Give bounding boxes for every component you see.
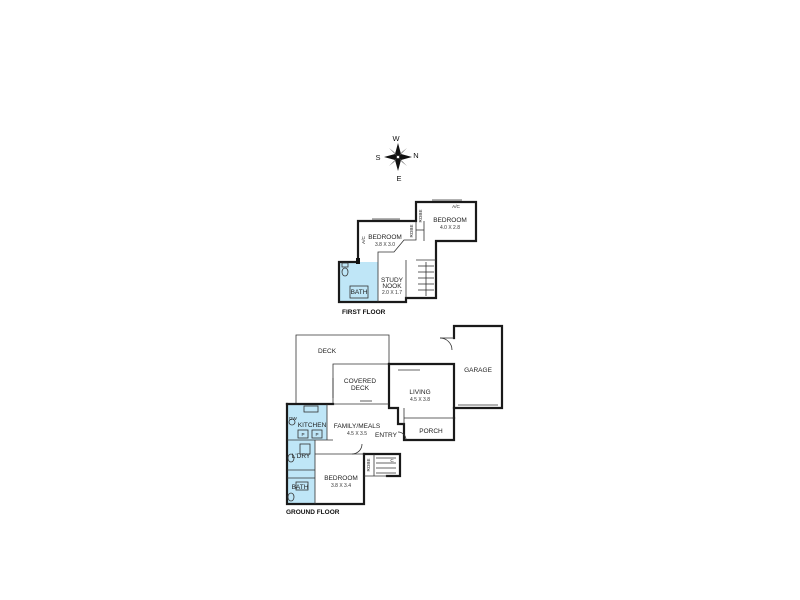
deck-outline	[295, 334, 390, 404]
compass-e-label: E	[396, 174, 401, 183]
ff-bath-label: BATH	[351, 289, 368, 296]
laundry-bath-area	[287, 440, 315, 504]
compass-s-label: S	[375, 153, 380, 162]
ground-bedroom-dims: 3.8 X 3.4	[331, 483, 351, 489]
pantry-label-2: P	[315, 432, 318, 437]
covered-deck-label-1: COVERED	[344, 378, 376, 385]
living-label: LIVING	[409, 389, 430, 396]
deck-label: DECK	[318, 348, 337, 355]
ff-bedroom-a-ac: A/C	[361, 235, 366, 243]
ground-floor-caption: GROUND FLOOR	[286, 509, 340, 516]
ff-study-label-2: NOOK	[382, 283, 402, 290]
first-floor-plan: BEDROOM 3.8 X 3.0 A/C ROBE ROBE A/C BEDR…	[337, 199, 478, 316]
ff-study-label-1: STUDY	[381, 277, 404, 284]
first-floor-internal-wall	[377, 221, 417, 302]
dishwasher-label: DW	[289, 416, 297, 421]
compass-star-icon	[384, 143, 412, 171]
ground-floor-plan: DECK COVERED DECK LIVING 4.5 X 3.8 GARAG…	[285, 324, 504, 516]
ground-toilet-icon	[287, 453, 295, 463]
living-dims: 4.5 X 3.8	[410, 397, 430, 403]
compass-n-label: N	[413, 151, 418, 160]
kitchen-area	[287, 404, 327, 440]
ground-bath-label: BATH	[292, 484, 309, 491]
ground-floor-stairs	[376, 457, 396, 474]
ground-robe-label: ROBE	[366, 458, 371, 471]
cupboard-label: C	[390, 458, 394, 463]
bathtub-icon	[349, 285, 369, 299]
pantry-label-1: P	[301, 432, 304, 437]
family-meals-label: FAMILY/MEALS	[334, 423, 381, 430]
ff-bedroom-a-dims: 3.8 X 3.0	[375, 242, 395, 248]
laundry-label: L'DRY	[292, 453, 311, 460]
garage-door-swing	[439, 337, 453, 351]
covered-deck-label-2: DECK	[351, 385, 370, 392]
first-floor-bath-area	[339, 262, 378, 302]
ff-bedroom-b-label: BEDROOM	[433, 217, 467, 224]
toilet-icon	[341, 267, 349, 277]
sink-icon	[288, 418, 296, 426]
first-floor-caption: FIRST FLOOR	[342, 309, 386, 316]
entry-label: ENTRY	[375, 432, 398, 439]
first-floor-stairs	[418, 262, 434, 296]
ff-bedroom-b-dims: 4.0 X 2.8	[440, 225, 460, 231]
porch-label: PORCH	[419, 428, 443, 435]
cooktop-icon	[303, 405, 319, 413]
ff-bedroom-a-label: BEDROOM	[368, 234, 402, 241]
compass-rose: W S N E	[375, 134, 418, 183]
ff-robe-1: ROBE	[409, 224, 414, 237]
garage-label: GARAGE	[464, 367, 492, 374]
ff-study-dims: 2.0 X 1.7	[382, 290, 402, 296]
family-meals-dims: 4.5 X 3.5	[347, 431, 367, 437]
ground-bedroom-label: BEDROOM	[324, 475, 358, 482]
kitchen-label: KITCHEN	[298, 422, 327, 429]
ff-robe-2: ROBE	[418, 209, 423, 222]
ff-bedroom-b-ac: A/C	[452, 204, 460, 209]
garage-walls	[452, 324, 504, 410]
compass-w-label: W	[392, 134, 400, 143]
